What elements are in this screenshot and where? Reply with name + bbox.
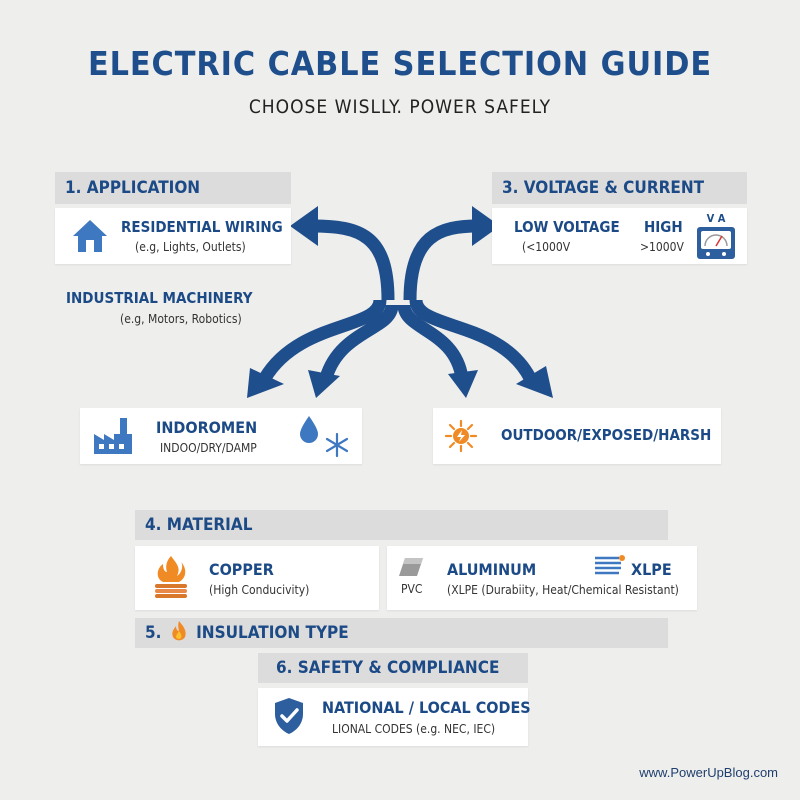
codes-subtitle: LIONAL CODES (e.g. NEC, IEC) xyxy=(332,722,496,736)
residential-subtitle: (e.g, Lights, Outlets) xyxy=(135,240,246,254)
application-heading: 1. APPLICATION xyxy=(55,172,291,204)
high-voltage-label: HIGH xyxy=(644,218,683,236)
house-icon xyxy=(73,220,107,252)
copper-coil-icon xyxy=(155,556,187,598)
xlpe-title: XLPE xyxy=(631,560,672,579)
sun-icon xyxy=(444,419,478,453)
page-subtitle: CHOOSE WISLLY. POWER SAFELY xyxy=(248,96,552,118)
safety-heading: 6. SAFETY & COMPLIANCE xyxy=(258,653,528,683)
pvc-cable-icon xyxy=(399,558,423,576)
codes-title: NATIONAL / LOCAL CODES xyxy=(322,698,531,717)
copper-card: COPPER (High Conducivity) xyxy=(135,546,379,610)
codes-card: NATIONAL / LOCAL CODES LIONAL CODES (e.g… xyxy=(258,688,531,746)
pvc-label: PVC xyxy=(401,582,423,596)
low-voltage-label: LOW VOLTAGE xyxy=(514,218,620,236)
outdoor-title: OUTDOOR/EXPOSED/HARSH xyxy=(501,426,712,444)
snowflake-icon xyxy=(325,432,349,458)
outdoor-card: OUTDOOR/EXPOSED/HARSH xyxy=(433,408,721,464)
indoor-card: INDOROMEN INDOO/DRY/DAMP xyxy=(80,408,362,464)
voltage-heading: 3. VOLTAGE & CURRENT xyxy=(492,172,747,204)
footer-url[interactable]: www.PowerUpBlog.com xyxy=(639,765,778,780)
flame-icon xyxy=(172,621,186,641)
page-title: ELECTRIC CABLE SELECTION GUIDE xyxy=(87,44,713,83)
shield-check-icon xyxy=(275,698,303,734)
aluminum-title: ALUMINUM xyxy=(447,560,537,579)
meter-icon-text: V A xyxy=(706,212,726,225)
residential-card: RESIDENTIAL WIRING (e.g, Lights, Outlets… xyxy=(55,208,291,264)
insulation-heading-text: INSULATION TYPE xyxy=(196,623,349,643)
meter-icon: V A xyxy=(694,212,738,260)
copper-title: COPPER xyxy=(209,560,274,579)
meter-body-icon xyxy=(697,227,735,259)
indoor-title: INDOROMEN xyxy=(156,418,258,437)
aluminum-card: PVC ALUMINUM XLPE (XLPE (Durabiity, Heat… xyxy=(387,546,697,610)
indoor-subtitle: INDOO/DRY/DAMP xyxy=(160,441,257,455)
xlpe-cable-icon xyxy=(595,555,625,575)
high-voltage-value: >1000V xyxy=(640,240,684,254)
copper-subtitle: (High Conducivity) xyxy=(209,583,310,597)
industrial-title: INDUSTRIAL MACHINERY xyxy=(66,289,253,307)
material-heading: 4. MATERIAL xyxy=(135,510,668,540)
water-drop-icon xyxy=(300,416,318,443)
voltage-card: LOW VOLTAGE (<1000V HIGH >1000V V A xyxy=(492,208,747,264)
residential-title: RESIDENTIAL WIRING xyxy=(121,218,283,236)
low-voltage-value: (<1000V xyxy=(522,240,571,254)
industrial-subtitle: (e.g, Motors, Robotics) xyxy=(120,312,242,326)
insulation-heading-number: 5. xyxy=(145,623,162,643)
xlpe-subtitle: (XLPE (Durabiity, Heat/Chemical Resistan… xyxy=(447,583,679,597)
factory-icon xyxy=(94,418,132,454)
insulation-heading: 5. INSULATION TYPE xyxy=(135,618,668,648)
